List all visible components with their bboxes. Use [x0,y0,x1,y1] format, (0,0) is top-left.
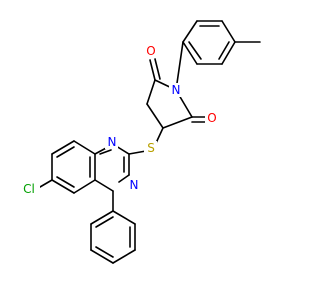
bond [95,216,114,228]
bond [128,150,147,155]
bond [182,41,198,65]
bond [56,176,75,188]
atom-sulfur: S [147,141,155,155]
bond [221,20,236,43]
bond [90,249,114,264]
bond [51,179,75,194]
bond [95,246,114,258]
bond [73,140,96,155]
bond [94,179,114,192]
atom-bg [144,141,157,155]
bond [182,20,198,43]
atom-nitrogen-imide: N [172,83,181,97]
bond [175,41,184,91]
bond [112,249,136,264]
bond [112,210,136,225]
atom-label-layer: O O N S N N Cl [18,44,218,196]
bond [146,79,156,105]
bond [51,140,75,155]
molecule-diagram: O O N S N N Cl [18,20,261,264]
atom-bg [144,44,157,58]
atom-nitrogen-quinazoline-3: N [130,178,139,192]
bond [56,146,75,158]
bond [188,41,202,60]
bond [73,179,96,194]
atom-bg [205,111,218,125]
bond [218,41,230,60]
atom-bg [127,178,140,192]
atom-oxygen-right: O [207,111,216,125]
bond [115,145,130,155]
atom-oxygen-top: O [146,44,155,58]
atom-bg [105,135,118,149]
bond [155,127,164,144]
bond [162,116,193,129]
atom-chlorine: Cl [23,182,35,196]
atom-bg [18,182,40,196]
bond [154,58,161,80]
bond [39,179,53,188]
atom-bg [169,83,182,97]
bond [90,210,114,225]
bond [149,59,156,81]
atom-nitrogen-quinazoline-1: N [108,135,117,149]
bond [146,103,164,129]
bond [118,174,130,183]
bond [221,41,236,65]
bond [99,149,112,155]
